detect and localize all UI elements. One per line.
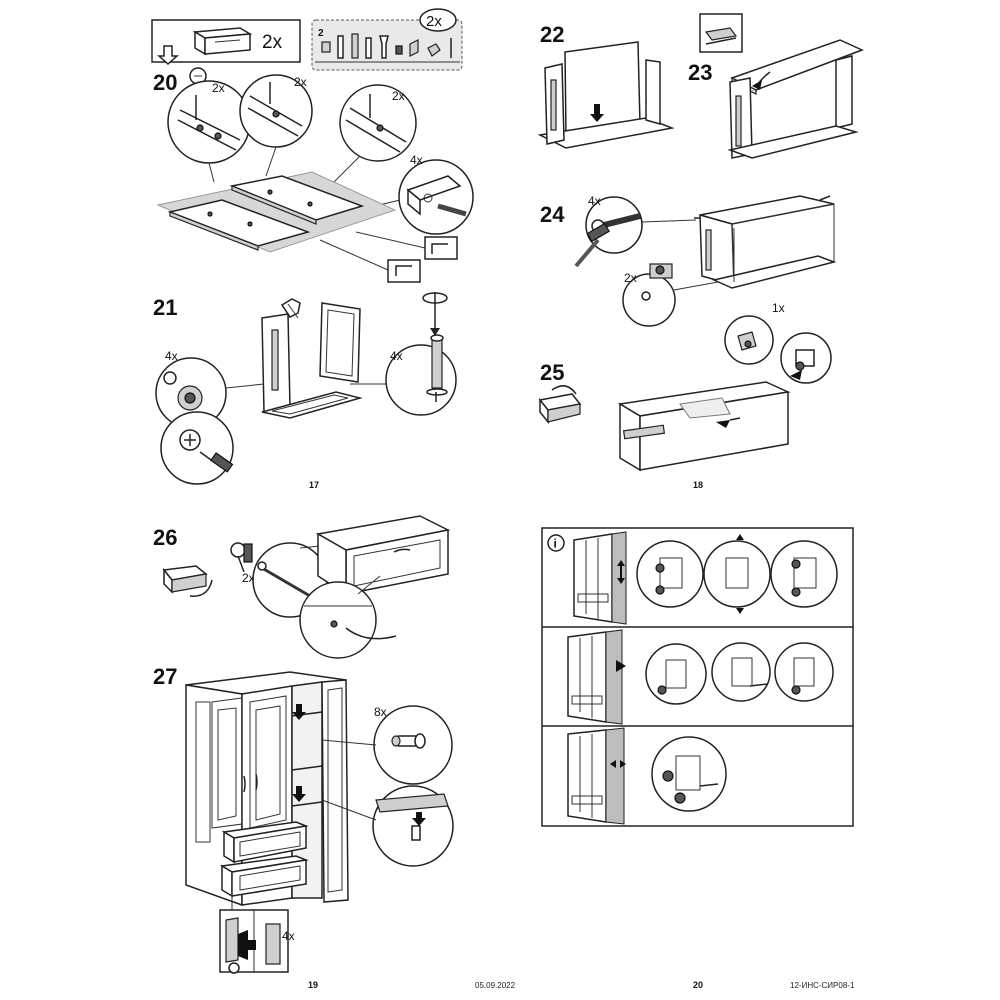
slide-detail-box	[219, 909, 289, 974]
callout-count: 2x	[294, 75, 307, 89]
info-badge: i	[554, 537, 557, 551]
carcass-base	[537, 117, 675, 149]
step-number: 23	[688, 60, 712, 85]
downward-arrow-icon	[157, 45, 179, 66]
step-24: 24 4x 2x	[540, 194, 837, 327]
screwdriver-icon	[230, 542, 253, 573]
callout-count: 2x	[392, 89, 405, 103]
callout-cam-lock: 4x	[155, 349, 227, 429]
callout-count: 8x	[374, 705, 387, 719]
hinge-row-depth	[567, 629, 834, 725]
callout-pin-insert	[372, 785, 454, 867]
step-number: 26	[153, 525, 177, 550]
flip-rotate-icon	[162, 565, 213, 597]
flip-rotate-icon	[538, 385, 582, 425]
callout-rail-left: 2x	[167, 80, 251, 164]
drawer-side-panels	[167, 175, 365, 251]
info-icon: i	[547, 534, 565, 552]
callout-cam: 2x	[622, 263, 676, 327]
callout-connector: 1x	[724, 301, 785, 365]
page-number: 18	[693, 480, 703, 490]
drawer-box	[617, 381, 791, 472]
bottom-frame	[261, 391, 363, 419]
step-22: 22	[537, 22, 675, 149]
screwdriver-icon	[199, 451, 234, 473]
downward-arrow-icon	[590, 104, 604, 122]
document-code: 12-ИНС-СИР08-1	[790, 981, 855, 990]
page-number: 20	[693, 980, 703, 990]
carcass-base	[727, 125, 859, 159]
fittings-icons	[315, 33, 460, 63]
rotation-icon	[422, 292, 448, 336]
callout-count: 4x	[165, 349, 178, 363]
step-number: 20	[153, 70, 177, 95]
step-27: 27	[153, 664, 454, 974]
page-number: 19	[308, 980, 318, 990]
hinge-row-lateral	[567, 727, 727, 825]
callout-rail-right: 2x	[339, 84, 417, 162]
callout-screwdriver	[160, 411, 234, 485]
step-26: 26 2x	[153, 515, 451, 659]
side-panel	[261, 313, 291, 413]
hinge-adjustment-panel: i	[541, 527, 854, 827]
page-footer: 05.09.2022 20 12-ИНС-СИР08-1	[475, 980, 855, 990]
hammer-icon	[574, 222, 610, 268]
callout-dowel-insert: 4x	[385, 334, 457, 416]
step-23: 23	[688, 13, 864, 159]
callout-count: 1x	[772, 301, 785, 315]
callout-rail-middle: 2x	[239, 74, 313, 148]
step-number: 22	[540, 22, 564, 47]
step-21: 21 4x	[153, 292, 457, 490]
print-date: 05.09.2022	[475, 981, 516, 990]
hinge-row-vertical	[573, 531, 838, 625]
wardrobe	[185, 671, 349, 907]
edge-detail-box	[424, 236, 458, 260]
callout-count: 4x	[410, 153, 423, 167]
door-panel	[319, 302, 361, 383]
callout-count: 4x	[390, 349, 403, 363]
kit-index: 2	[318, 28, 324, 39]
package-count: 2x	[262, 32, 283, 53]
step-number: 25	[540, 360, 564, 385]
callout-count: 4x	[282, 929, 295, 943]
callout-adjust	[780, 332, 832, 384]
callout-count: 2x	[212, 81, 225, 95]
open-carcass	[694, 195, 837, 289]
callout-shelf-pins: 8x	[373, 705, 453, 785]
step-20: 2x 2x 2 20	[151, 8, 474, 283]
callout-dowel: 4x	[398, 153, 474, 235]
step-25: 25 1x	[538, 301, 832, 472]
step-number: 24	[540, 202, 565, 227]
drawer-front	[315, 515, 451, 596]
kit-count: 2x	[426, 13, 442, 30]
step-number: 27	[153, 664, 177, 689]
callout-count: 4x	[588, 194, 601, 208]
callout-count: 2x	[624, 271, 637, 285]
step-number: 21	[153, 295, 177, 320]
callout-dowel-hole	[299, 581, 397, 659]
kit-count-bubble	[419, 8, 457, 32]
callout-count: 2x	[242, 571, 255, 585]
fittings-kit-frame	[311, 19, 463, 71]
page-number: 17	[309, 480, 319, 490]
drawer-package-icon	[192, 27, 253, 56]
edge-detail-box	[387, 259, 421, 283]
